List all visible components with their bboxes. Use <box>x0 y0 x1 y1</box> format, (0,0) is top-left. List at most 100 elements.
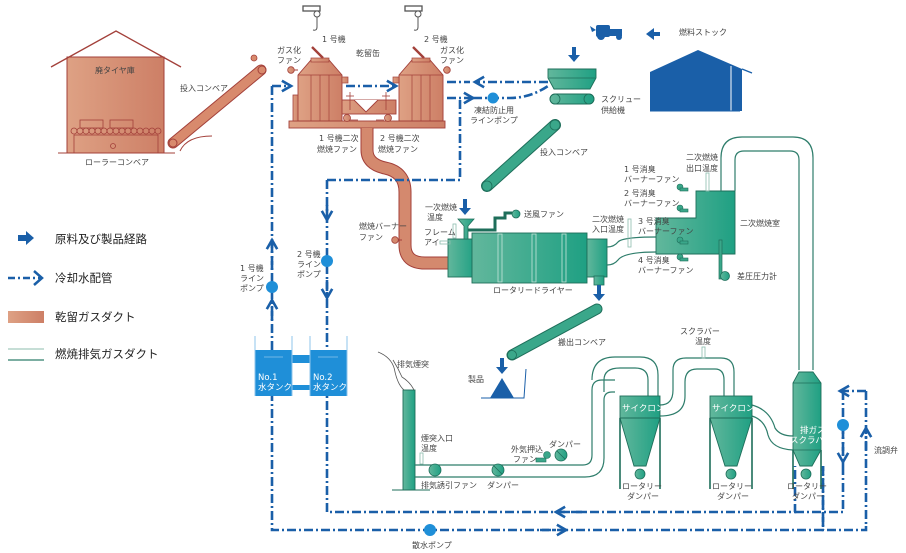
product-pile: 製品 <box>468 358 527 399</box>
line-pump-2[interactable] <box>321 255 333 267</box>
fuel-stock-label: 燃料ストック <box>679 27 727 37</box>
combustion-exhaust-duct-swatch <box>8 348 44 361</box>
induced-fan-label: 排気誘引ファン <box>421 480 477 490</box>
spray-pump[interactable] <box>424 524 436 536</box>
material-flow-arrow-icon <box>646 28 660 40</box>
deodor-fan-1-label: バーナーファン <box>624 175 680 184</box>
material-flow-arrow-icon <box>593 285 605 301</box>
scrubber-temp-label: スクラバー <box>680 327 720 336</box>
line-pump-1-label: ポンプ <box>240 284 264 293</box>
induced-fan[interactable] <box>428 463 442 477</box>
spray-pump-label: 散水ポンプ <box>412 540 452 550</box>
gasification-fan-2-label: ファン <box>440 56 464 65</box>
damper-2[interactable] <box>554 448 568 462</box>
damper-2-label: ダンパー <box>549 439 581 449</box>
legend: 原料及び製品経路 冷却水配管 乾留ガスダクト 燃焼排気ガスダクト <box>8 231 159 361</box>
secondary-outlet-temp-label: 二次燃焼 <box>686 152 718 162</box>
secondary-chamber-label: 二次燃焼室 <box>740 218 780 228</box>
carbonization-kiln-label: 乾留缶 <box>356 48 380 58</box>
legend-item-exhaust-duct: 燃焼排気ガスダクト <box>8 347 159 361</box>
legend-label: 原料及び製品経路 <box>55 232 147 246</box>
deodor-burner-fans <box>676 183 689 262</box>
hoist-icon <box>302 5 321 31</box>
stack-inlet-temp-label: 温度 <box>421 443 437 453</box>
flow-valve-label: 流調弁 <box>874 445 898 455</box>
water-tanks: No.1 水タンク No.2 水タンク <box>254 336 348 396</box>
damper-1[interactable] <box>491 463 505 477</box>
exhaust-gas-scrubber: 排ガス スクラバー ロータリー ダンパー <box>787 371 832 501</box>
line-pump-1[interactable] <box>266 281 278 293</box>
hoist-icon <box>404 5 423 31</box>
rotary-damper-2-label: ダンパー <box>717 491 749 501</box>
tank-2-label: No.2 <box>313 373 333 383</box>
legend-item-material-flow: 原料及び製品経路 <box>18 231 147 246</box>
input-conveyor-1: 投入コンベア <box>167 54 267 152</box>
screw-feeder-label: スクリュー <box>601 95 641 104</box>
secondary-combustion-chamber: 1 号消臭 バーナーファン 2 号消臭 バーナーファン 3 号消臭 バーナーファ… <box>624 152 780 281</box>
tank-2-label: 水タンク <box>313 382 347 393</box>
tire-warehouse-label: 廃タイヤ庫 <box>95 65 135 75</box>
exhaust-duct-bottom: 排気誘引ファン ダンパー 外気押込 ファン ダンパー <box>415 379 615 490</box>
legend-label: 乾留ガスダクト <box>55 310 136 324</box>
line-pump-1-label: ライン <box>240 274 264 283</box>
burner-fan-label: 燃焼バーナー <box>359 221 407 231</box>
outside-air-fan[interactable] <box>535 451 551 463</box>
exhaust-stack-label: 排気煙突 <box>397 359 429 369</box>
rotary-damper-3-label: ダンパー <box>792 491 824 501</box>
blower-fan-label: 送風ファン <box>524 209 564 219</box>
gasification-fan-1-label: ファン <box>277 56 301 65</box>
deodor-fan-2-label: 2 号消臭 <box>624 188 656 198</box>
discharge-conveyor: 搬出コンベア <box>506 303 606 361</box>
input-conveyor-2-label: 投入コンベア <box>540 147 588 157</box>
cooling-water-piping <box>265 75 873 537</box>
flame-eye-label: フレーム <box>424 228 456 237</box>
rotary-dryer: 送風ファン 一次燃焼 温度 フレーム アイ 燃焼バーナー ファン ロータリードラ… <box>359 199 624 301</box>
discharge-conveyor-label: 搬出コンベア <box>558 337 606 347</box>
rotary-damper-3-label: ロータリー <box>787 482 827 491</box>
rotary-damper-1-label: ダンパー <box>627 491 659 501</box>
antifreeze-pump[interactable] <box>487 92 499 104</box>
secondary-fan-2-label: 2 号機二次 <box>380 133 420 143</box>
rotary-damper-2-label: ロータリー <box>712 482 752 491</box>
legend-item-cooling-water: 冷却水配管 <box>8 270 113 286</box>
secondary-fan-1-label: 燃焼ファン <box>317 144 357 154</box>
deodor-fan-4-label: バーナーファン <box>638 266 694 275</box>
deodor-fan-2-label: バーナーファン <box>624 199 680 208</box>
roller-conveyor-label: ローラーコンベア <box>85 158 149 167</box>
cyclone-1-label: サイクロン <box>622 404 664 414</box>
input-conveyor-1-label: 投入コンベア <box>180 83 228 93</box>
rotary-damper-1-label: ロータリー <box>622 482 662 491</box>
tire-warehouse: 廃タイヤ庫 ローラーコンベア <box>50 30 182 167</box>
flame-eye-label: アイ <box>424 238 440 247</box>
screw-feeder-label: 供給機 <box>601 105 625 115</box>
secondary-inlet-temp-label: 二次燃焼 <box>592 214 624 224</box>
secondary-fan-1-label: 1 号機二次 <box>319 133 359 143</box>
line-pump-2-label: 2 号機 <box>297 249 321 259</box>
cyclone-1: サイクロン ロータリー ダンパー <box>619 395 664 501</box>
stack-inlet-temp-label: 煙突入口 <box>421 433 453 443</box>
tank-1-label: No.1 <box>258 373 278 383</box>
exhaust-duct-cyclones: スクラバー 温度 <box>591 327 794 451</box>
carbonization-gas-duct <box>360 128 451 270</box>
exhaust-stack: 排気煙突 煙突入口 温度 <box>377 351 453 491</box>
secondary-outlet-temp-label: 出口温度 <box>686 163 718 173</box>
exhaust-duct-dryer-to-chamber <box>606 218 657 266</box>
kiln-unit-1 <box>287 46 349 122</box>
secondary-inlet-temp-label: 入口温度 <box>592 224 624 234</box>
material-flow-arrow-icon <box>459 199 471 215</box>
roller-conveyor <box>70 127 162 154</box>
material-flow-arrow-icon <box>568 47 580 62</box>
antifreeze-pump-label: 凍結防止用 <box>474 105 514 115</box>
input-conveyor-2: 投入コンベア <box>481 119 588 192</box>
line-pump-2-label: ライン <box>297 260 321 269</box>
unit-2-label: 2 号機 <box>424 34 448 44</box>
cyclone-2: サイクロン ロータリー ダンパー <box>709 395 754 501</box>
scrubber-pump[interactable] <box>837 419 849 431</box>
damper-1-label: ダンパー <box>487 480 519 490</box>
primary-temp-label: 温度 <box>427 212 443 222</box>
legend-label: 燃焼排気ガスダクト <box>55 347 159 361</box>
fuel-stock: 燃料ストック <box>568 25 753 112</box>
deodor-fan-4-label: 4 号消臭 <box>638 255 670 265</box>
material-flow-arrow-icon <box>496 358 508 374</box>
unit-1-label: 1 号機 <box>322 34 346 44</box>
